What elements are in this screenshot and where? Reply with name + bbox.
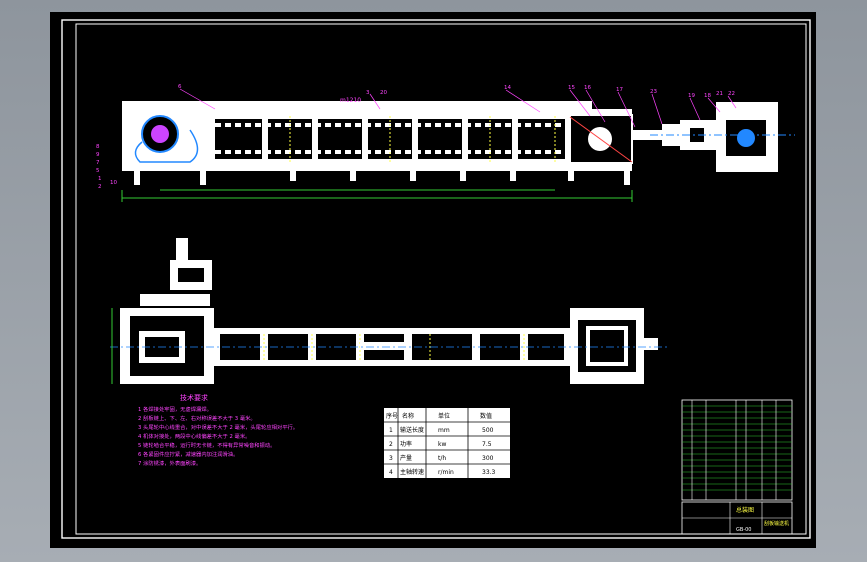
callout-label: 20 (380, 90, 387, 96)
callout-label: 9 (96, 152, 100, 158)
param-table-text: 序号 名称 单位 数值 1 输送长度 mm 500 2 功率 kw 7.5 3 … (386, 412, 496, 476)
plan-view (110, 238, 670, 384)
tech-notes-title: 技术要求 (180, 393, 208, 402)
bom-frame (681, 399, 793, 501)
param-header: 单位 (438, 412, 450, 420)
callout-label: 2 (98, 184, 102, 190)
callout-label: 1 (98, 176, 102, 182)
top-callouts: 6 3 20 14 15 16 17 23 19 18 21 22 (178, 84, 735, 99)
drive-shaft (632, 130, 662, 140)
param-cell: 300 (482, 455, 494, 462)
callout-label: 18 (704, 93, 711, 99)
param-cell: 33.3 (482, 469, 496, 476)
segment-joints (262, 115, 518, 163)
param-header: 序号 (386, 412, 398, 420)
title-block: 总装图 刮板输送机 GB-00 (681, 501, 793, 535)
reducer-window (690, 128, 704, 142)
reducer-plan-window (178, 268, 204, 282)
tech-note-line: 4 机体对接处，两段中心线偏差不大于 2 毫米。 (138, 432, 250, 440)
callout-label: 23 (650, 89, 657, 95)
param-cell: 产量 (400, 454, 412, 462)
top-dimensions (121, 189, 633, 202)
top-leaders (179, 88, 737, 128)
param-cell: r/min (438, 469, 454, 476)
top-dim-label: m1210 (340, 97, 361, 104)
param-cell: 4 (389, 469, 393, 476)
callout-label: 3 (366, 90, 370, 96)
tech-note-line: 1 各焊接处牢固，无虚焊漏焊。 (138, 405, 212, 413)
head-section-hatch (569, 116, 633, 163)
param-cell: 2 (389, 441, 393, 448)
bom-rows (682, 405, 792, 491)
callout-label: 5 (96, 168, 100, 174)
parameter-table: 序号 名称 单位 数值 1 输送长度 mm 500 2 功率 kw 7.5 3 … (384, 408, 510, 478)
support-legs (134, 171, 630, 185)
param-cell: 1 (389, 427, 393, 434)
callout-label: 7 (96, 160, 100, 166)
param-cell: 主轴转速 (400, 468, 424, 476)
callout-label: 8 (96, 144, 100, 150)
param-cell: kw (438, 441, 446, 448)
top-view: m1210 (121, 88, 795, 202)
cad-drawing-canvas: m1210 8 9 7 5 1 2 10 6 3 20 14 15 16 17 … (61, 19, 811, 539)
tech-note-line: 2 刮板链上、下、左、右对称误差不大于 3 毫米。 (138, 414, 256, 422)
tail-sprocket-hub (151, 125, 169, 143)
tail-chain-loop (134, 129, 199, 163)
drawing-sheet: m1210 8 9 7 5 1 2 10 6 3 20 14 15 16 17 … (50, 12, 816, 548)
motor-shaft (737, 129, 755, 147)
param-cell: 7.5 (482, 441, 492, 448)
callout-label: 22 (728, 91, 735, 97)
chain-piece-plan (360, 342, 410, 350)
param-header: 数值 (480, 412, 492, 420)
callout-label: 19 (688, 93, 695, 99)
param-cell: 输送长度 (400, 426, 424, 434)
param-cell: mm (438, 427, 450, 434)
parts-list (681, 399, 793, 501)
head-box-frame (586, 326, 628, 366)
technical-notes: 技术要求 1 各焊接处牢固，无虚焊漏焊。 2 刮板链上、下、左、右对称误差不大于… (138, 393, 298, 467)
callout-label: 14 (504, 85, 511, 91)
callout-label: 21 (716, 91, 723, 97)
tech-note-line: 5 链轮啮合平稳，运行时无卡链，不得有异常噪音和振动。 (138, 441, 275, 449)
title-block-code: GB-00 (736, 527, 751, 533)
title-block-note: 总装图 (736, 506, 754, 514)
param-table-bg (384, 408, 510, 478)
callout-label: 17 (616, 87, 623, 93)
tech-note-line: 3 头尾轮中心线重合，对中误差不大于 2 毫米，头尾轮应相对平行。 (138, 423, 298, 431)
callout-label: 6 (178, 84, 182, 90)
tech-note-line: 6 各紧固件应拧紧，减速器内加注润滑油。 (138, 450, 238, 458)
tech-note-line: 7 涂防锈漆，外表面刷漆。 (138, 459, 201, 467)
inner-frame (75, 23, 807, 535)
callout-label: 16 (584, 85, 591, 91)
motor-plan (176, 238, 188, 260)
coupling-plan (140, 294, 210, 306)
param-header: 名称 (402, 412, 414, 420)
casing-top-flange (122, 101, 592, 109)
param-table-grid (384, 408, 510, 478)
title-block-name: 刮板输送机 (764, 520, 789, 527)
param-cell: t/h (438, 455, 446, 462)
bom-columns (691, 400, 777, 500)
head-shaft-plan (644, 338, 658, 350)
callout-label: 10 (110, 180, 117, 186)
param-cell: 功率 (400, 440, 412, 448)
callout-label: 15 (568, 85, 575, 91)
param-cell: 500 (482, 427, 494, 434)
param-cell: 3 (389, 455, 393, 462)
tail-callouts: 8 9 7 5 1 2 10 (96, 144, 117, 190)
outer-frame (61, 19, 811, 539)
